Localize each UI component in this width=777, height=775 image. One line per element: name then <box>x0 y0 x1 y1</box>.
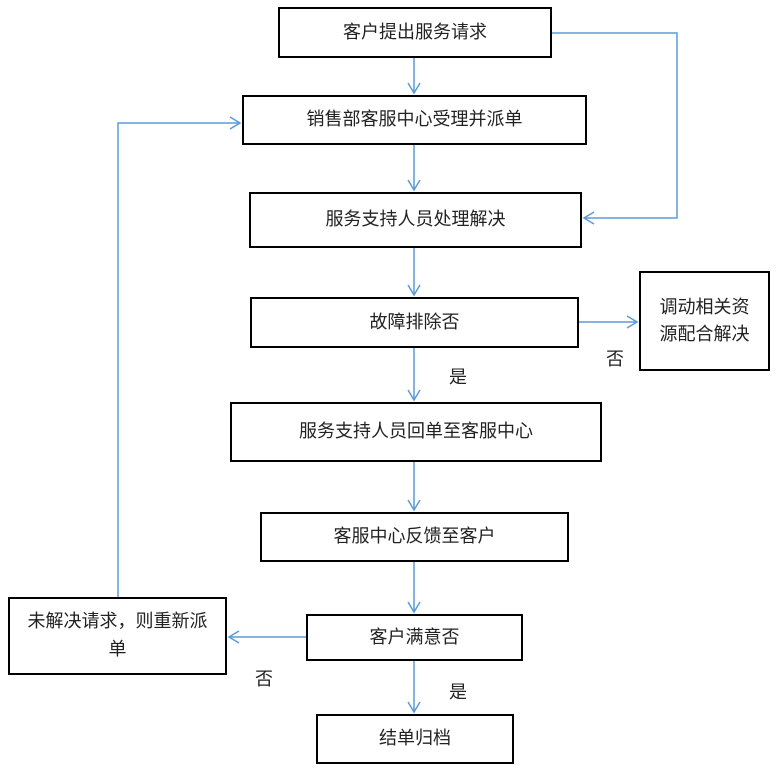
connector-redispatch-to-dispatch-line <box>117 122 240 597</box>
connector-dispatch-to-support <box>407 145 421 192</box>
connector-return-to-feedback-arrowhead <box>407 499 421 512</box>
node-close-and-archive-label: 结单归档 <box>379 728 451 749</box>
connector-fault-to-resources-arrowhead <box>626 315 639 329</box>
connector-support-to-fault-arrowhead <box>407 284 421 297</box>
connector-redispatch-to-dispatch-arrowhead <box>229 116 242 130</box>
node-coordinate-resources: 调动相关资源配合解决 <box>639 271 770 371</box>
node-return-ticket: 服务支持人员回单至客服中心 <box>230 402 602 462</box>
node-redispatch-unresolved: 未解决请求，则重新派单 <box>8 597 227 675</box>
connector-fault-to-return <box>407 348 421 402</box>
connector-feedback-to-satisfied <box>407 562 421 614</box>
node-service-center-dispatch: 销售部客服中心受理并派单 <box>242 95 587 145</box>
node-feedback-to-customer: 客服中心反馈至客户 <box>260 512 569 562</box>
edge-label-satisfied-no: 否 <box>255 669 273 690</box>
connector-redispatch-to-dispatch <box>117 116 242 597</box>
connector-satisfied-to-redispatch-arrowhead <box>227 630 240 644</box>
node-coordinate-resources-label: 调动相关资源配合解决 <box>659 297 750 345</box>
node-support-handle-label: 服务支持人员处理解决 <box>325 209 506 230</box>
connector-satisfied-to-close <box>407 661 421 714</box>
connector-fault-to-return-arrowhead <box>407 389 421 402</box>
edge-label-fault-no: 否 <box>606 349 624 370</box>
edge-label-satisfied-yes: 是 <box>449 682 467 703</box>
connector-satisfied-to-close-arrowhead <box>407 701 421 714</box>
connector-request-to-support-line <box>552 32 678 219</box>
connector-request-to-dispatch <box>407 58 421 95</box>
connector-feedback-to-satisfied-arrowhead <box>407 601 421 614</box>
connector-satisfied-to-redispatch <box>227 630 306 644</box>
decision-customer-satisfied: 客户满意否 <box>306 614 523 661</box>
node-feedback-to-customer-label: 客服中心反馈至客户 <box>333 526 496 547</box>
decision-customer-satisfied-label: 客户满意否 <box>369 626 460 648</box>
node-return-ticket-label: 服务支持人员回单至客服中心 <box>299 421 533 442</box>
connector-request-to-support-arrowhead <box>582 211 595 225</box>
edge-label-fault-yes: 是 <box>449 367 467 388</box>
connector-return-to-feedback <box>407 462 421 512</box>
connector-fault-to-resources <box>579 315 639 329</box>
node-customer-request: 客户提出服务请求 <box>278 7 552 58</box>
connector-request-to-support <box>552 32 678 225</box>
decision-fault-cleared: 故障排除否 <box>250 297 579 348</box>
connector-request-to-dispatch-arrowhead <box>407 82 421 95</box>
node-redispatch-unresolved-label: 未解决请求，则重新派单 <box>27 611 208 660</box>
node-support-handle: 服务支持人员处理解决 <box>249 192 582 248</box>
node-close-and-archive: 结单归档 <box>316 714 514 764</box>
decision-fault-cleared-label: 故障排除否 <box>369 311 460 333</box>
node-customer-request-label: 客户提出服务请求 <box>343 21 487 43</box>
connector-support-to-fault <box>407 248 421 297</box>
connector-dispatch-to-support-arrowhead <box>407 179 421 192</box>
node-service-center-dispatch-label: 销售部客服中心受理并派单 <box>306 109 523 130</box>
